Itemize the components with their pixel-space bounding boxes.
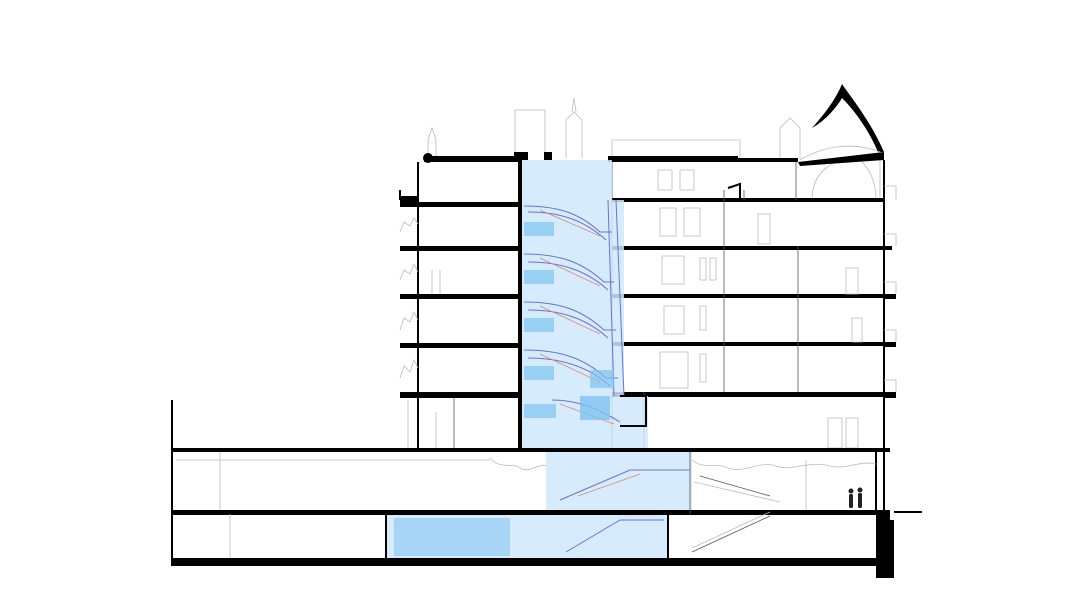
dome: [799, 84, 884, 201]
left-balconies: [399, 217, 441, 448]
glass-panels: [524, 222, 614, 420]
people-silhouette-icon: [848, 487, 863, 508]
right-windows: [657, 169, 897, 449]
glass-stair-core: [514, 152, 648, 452]
rooftop-silhouettes: [427, 97, 801, 158]
lower-levels: [171, 400, 922, 578]
